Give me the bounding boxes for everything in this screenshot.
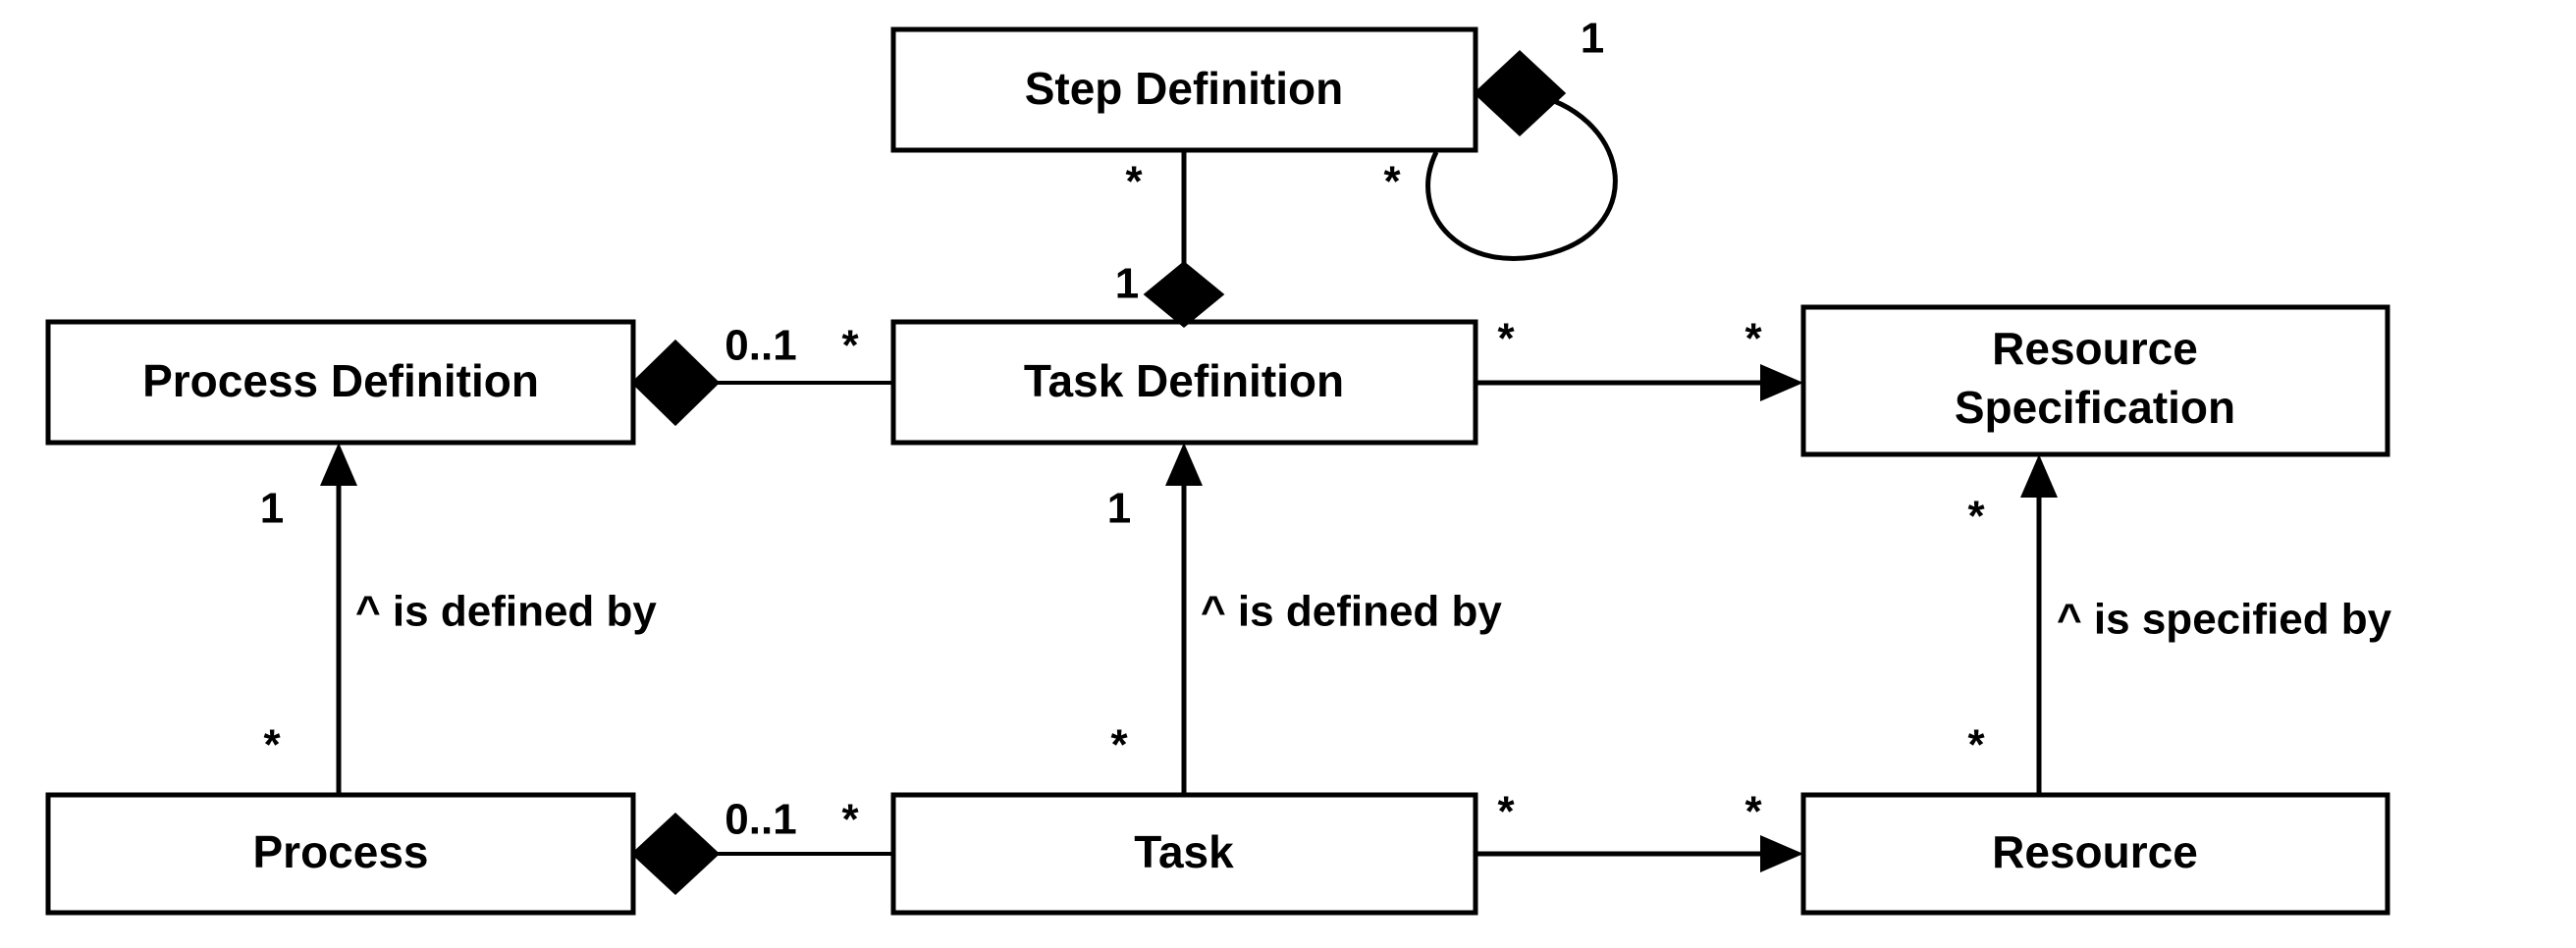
class-box-process-definition[interactable] [45, 319, 636, 446]
relationship-task-uses-resource[interactable]: * * [1476, 788, 1803, 872]
multiplicity-task-right-star: * [1497, 788, 1515, 836]
class-label-process: Process [252, 826, 428, 877]
relationship-processdef-contains-taskdef[interactable]: 0..1 * [630, 322, 893, 427]
class-label-resource-specification-line1: Resource [1992, 323, 2198, 374]
relationship-process-contains-task[interactable]: 0..1 * [630, 796, 893, 896]
multiplicity-taskdef-bottom-one: 1 [1107, 485, 1131, 533]
arrow-head-task-taskdef [1165, 443, 1203, 486]
composition-diamond-process-task[interactable] [630, 812, 721, 896]
class-node-task[interactable]: Task [890, 792, 1478, 916]
class-label-resource: Resource [1992, 826, 2198, 877]
class-box-resource-specification[interactable] [1800, 304, 2390, 457]
composition-diamond-taskdef-stepdef[interactable] [1143, 261, 1225, 328]
class-label-process-definition: Process Definition [142, 355, 539, 406]
class-node-process[interactable]: Process [45, 792, 636, 916]
relationship-stepdef-self-loop[interactable]: 1 * [1383, 15, 1618, 261]
composition-diamond-processdef-taskdef[interactable] [630, 339, 721, 427]
multiplicity-resource-top-star: * [1967, 721, 1985, 769]
multiplicity-resource-left-star: * [1744, 788, 1762, 836]
multiplicity-taskdef-left-star: * [841, 322, 859, 370]
multiplicity-stepdef-bottom-star: * [1125, 158, 1143, 206]
multiplicity-process-right-zero-one: 0..1 [724, 796, 796, 844]
multiplicity-task-top-star: * [1110, 721, 1128, 769]
multiplicity-process-top-star: * [263, 721, 281, 769]
role-label-process-is-defined-by: ^ is defined by [355, 588, 657, 636]
class-box-process[interactable] [45, 792, 636, 916]
relationship-process-defined-by-processdef[interactable]: 1 * ^ is defined by [260, 443, 658, 795]
arrow-head-task-resource [1760, 835, 1803, 872]
arrow-head-process-processdef [320, 443, 357, 486]
relationship-taskdef-uses-resourcespec[interactable]: * * [1476, 315, 1803, 401]
multiplicity-processdef-right-zero-one: 0..1 [724, 322, 796, 370]
multiplicity-taskdef-top-one: 1 [1115, 260, 1139, 308]
class-label-task: Task [1134, 826, 1234, 877]
role-label-resource-is-specified-by: ^ is specified by [2057, 596, 2392, 644]
self-loop-curve[interactable] [1425, 90, 1618, 261]
multiplicity-taskdef-right-star: * [1497, 315, 1515, 363]
class-box-step-definition[interactable] [890, 26, 1478, 153]
relationship-taskdef-contains-stepdef[interactable]: * 1 [1115, 150, 1225, 328]
role-label-task-is-defined-by: ^ is defined by [1201, 588, 1502, 636]
multiplicity-stepdef-loop-one: 1 [1581, 15, 1604, 63]
multiplicity-resourcespec-bottom-star: * [1967, 493, 1985, 541]
class-label-step-definition: Step Definition [1025, 63, 1344, 114]
class-node-resource-specification[interactable]: Resource Specification [1800, 304, 2390, 457]
composition-diamond-stepdef-self[interactable] [1473, 49, 1567, 137]
relationship-task-defined-by-taskdef[interactable]: 1 * ^ is defined by [1107, 443, 1503, 795]
class-node-step-definition[interactable]: Step Definition [890, 26, 1478, 153]
arrow-head-taskdef-resourcespec [1760, 364, 1803, 401]
class-box-resource[interactable] [1800, 792, 2390, 916]
multiplicity-processdef-bottom-one: 1 [260, 485, 284, 533]
relationship-resource-specified-by-resourcespec[interactable]: * * ^ is specified by [1967, 454, 2392, 795]
arrow-head-resource-resourcespec [2020, 454, 2058, 498]
class-label-resource-specification-line2: Specification [1955, 382, 2235, 433]
multiplicity-task-left-star: * [841, 796, 859, 844]
class-node-task-definition[interactable]: Task Definition [890, 319, 1478, 446]
class-label-task-definition: Task Definition [1024, 355, 1344, 406]
multiplicity-stepdef-loop-star: * [1383, 158, 1401, 206]
class-node-resource[interactable]: Resource [1800, 792, 2390, 916]
class-node-process-definition[interactable]: Process Definition [45, 319, 636, 446]
multiplicity-resourcespec-left-star: * [1744, 315, 1762, 363]
